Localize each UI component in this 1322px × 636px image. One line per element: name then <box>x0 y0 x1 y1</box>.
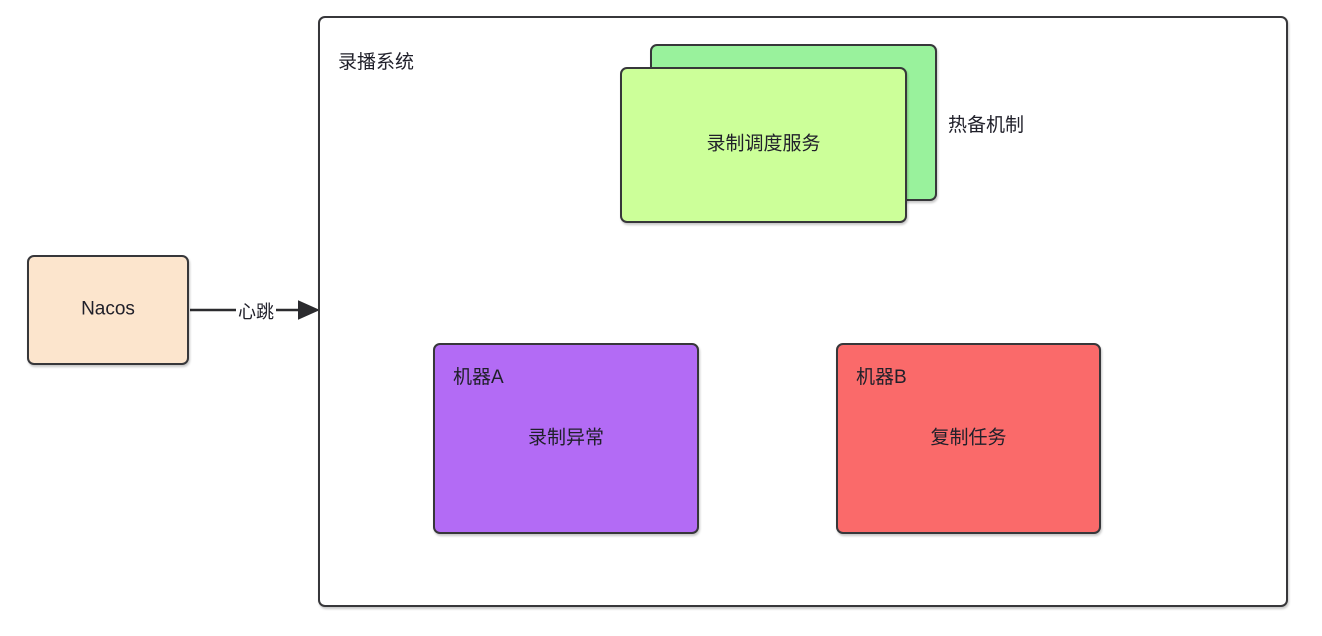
node-machine-b-title: 机器B <box>856 367 907 388</box>
edge-label-heartbeat: 心跳 <box>236 298 276 324</box>
node-nacos-label: Nacos <box>81 298 135 320</box>
system-container-title: 录播系统 <box>338 52 415 73</box>
node-machine-a-title: 机器A <box>453 367 504 388</box>
annotation-hot-standby: 热备机制 <box>948 115 1025 136</box>
node-nacos[interactable]: Nacos <box>27 255 189 365</box>
node-machine-b-label: 复制任务 <box>930 427 1007 449</box>
node-machine-a[interactable]: 机器A 录制异常 <box>433 343 699 534</box>
node-scheduler[interactable]: 录制调度服务 <box>620 67 907 223</box>
node-machine-b[interactable]: 机器B 复制任务 <box>836 343 1101 534</box>
node-scheduler-label: 录制调度服务 <box>706 133 821 155</box>
node-machine-a-label: 录制异常 <box>527 427 604 449</box>
